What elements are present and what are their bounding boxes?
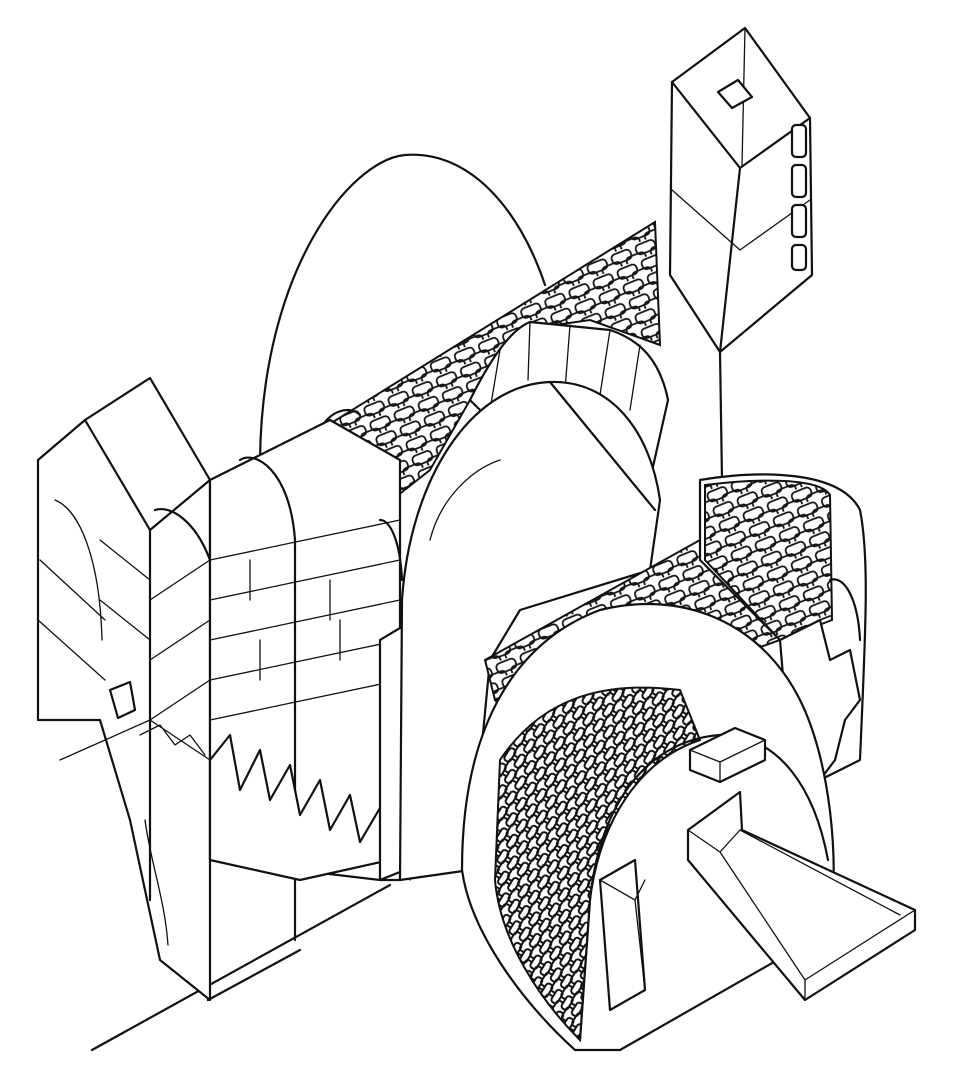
left-pier xyxy=(36,376,212,1002)
stone-vault-lower xyxy=(460,602,835,1052)
small-box-mid xyxy=(688,726,767,784)
staircase xyxy=(59,719,392,882)
ground-lines xyxy=(90,858,392,1052)
ramp-box xyxy=(686,790,917,1002)
tower-box xyxy=(668,26,814,482)
background-vault-arch xyxy=(258,153,547,462)
barrel-vault-front xyxy=(398,380,662,882)
